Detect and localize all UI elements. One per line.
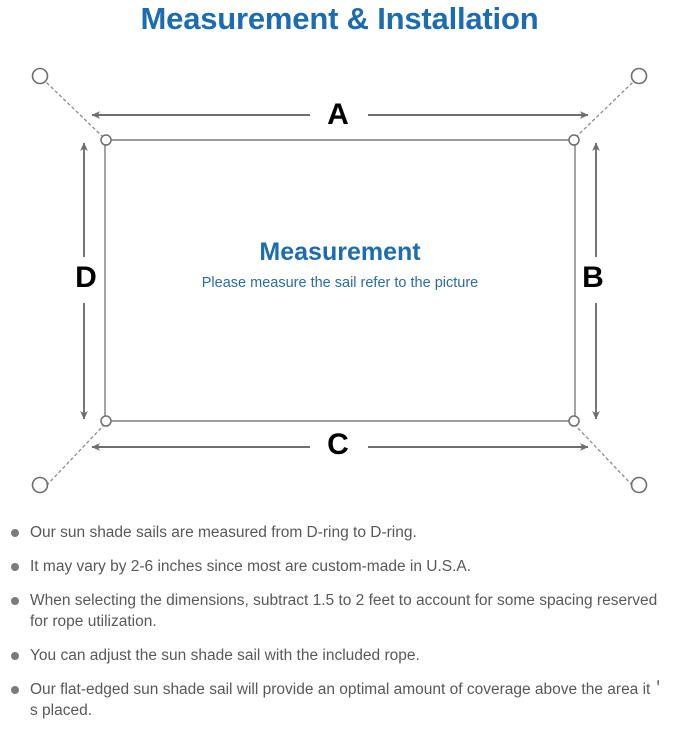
list-item: When selecting the dimensions, subtract … xyxy=(0,590,679,632)
anchor-ring-bottom-right xyxy=(630,476,648,494)
dimension-label-a: A xyxy=(327,98,349,131)
list-item: It may vary by 2-6 inches since most are… xyxy=(0,556,679,577)
rope-bottom-right xyxy=(575,425,633,486)
note-text: When selecting the dimensions, subtract … xyxy=(30,592,658,630)
d-ring-bottom-left xyxy=(100,415,112,427)
notes-list: Our sun shade sails are measured from D-… xyxy=(0,522,679,734)
sail-measurement-diagram: A B C D Measurement Please measure the s… xyxy=(0,45,679,515)
d-ring-top-right xyxy=(568,134,580,146)
dimension-label-d: D xyxy=(75,261,97,294)
d-ring-bottom-right xyxy=(568,415,580,427)
sail-subheading: Please measure the sail refer to the pic… xyxy=(201,275,479,291)
list-item: Our sun shade sails are measured from D-… xyxy=(0,522,679,543)
rope-lines xyxy=(46,82,633,486)
dimension-label-c: C xyxy=(327,428,349,461)
sail-body xyxy=(104,139,576,422)
bullet-icon xyxy=(11,686,19,694)
bullet-icon xyxy=(11,652,19,660)
sail-heading: Measurement xyxy=(259,238,421,266)
bullet-icon xyxy=(11,597,19,605)
rope-top-left xyxy=(46,82,104,138)
bullet-icon xyxy=(11,563,19,571)
list-item: Our flat-edged sun shade sail will provi… xyxy=(0,679,679,721)
note-text: You can adjust the sun shade sail with t… xyxy=(30,647,420,664)
diagram-svg xyxy=(31,67,648,494)
anchor-ring-top-right xyxy=(630,67,648,85)
d-ring-top-left xyxy=(100,134,112,146)
anchor-ring-top-left xyxy=(31,67,49,85)
rope-bottom-left xyxy=(46,425,104,486)
rope-top-right xyxy=(575,82,633,138)
bullet-icon xyxy=(11,529,19,537)
note-text: Our flat-edged sun shade sail will provi… xyxy=(30,681,666,719)
dimension-label-b: B xyxy=(582,261,604,294)
list-item: You can adjust the sun shade sail with t… xyxy=(0,645,679,666)
note-text: Our sun shade sails are measured from D-… xyxy=(30,524,417,541)
page-title: Measurement & Installation xyxy=(140,1,539,36)
d-rings xyxy=(100,134,580,427)
anchor-ring-bottom-left xyxy=(31,476,49,494)
note-text: It may vary by 2-6 inches since most are… xyxy=(30,558,472,575)
anchor-rings xyxy=(31,67,648,494)
